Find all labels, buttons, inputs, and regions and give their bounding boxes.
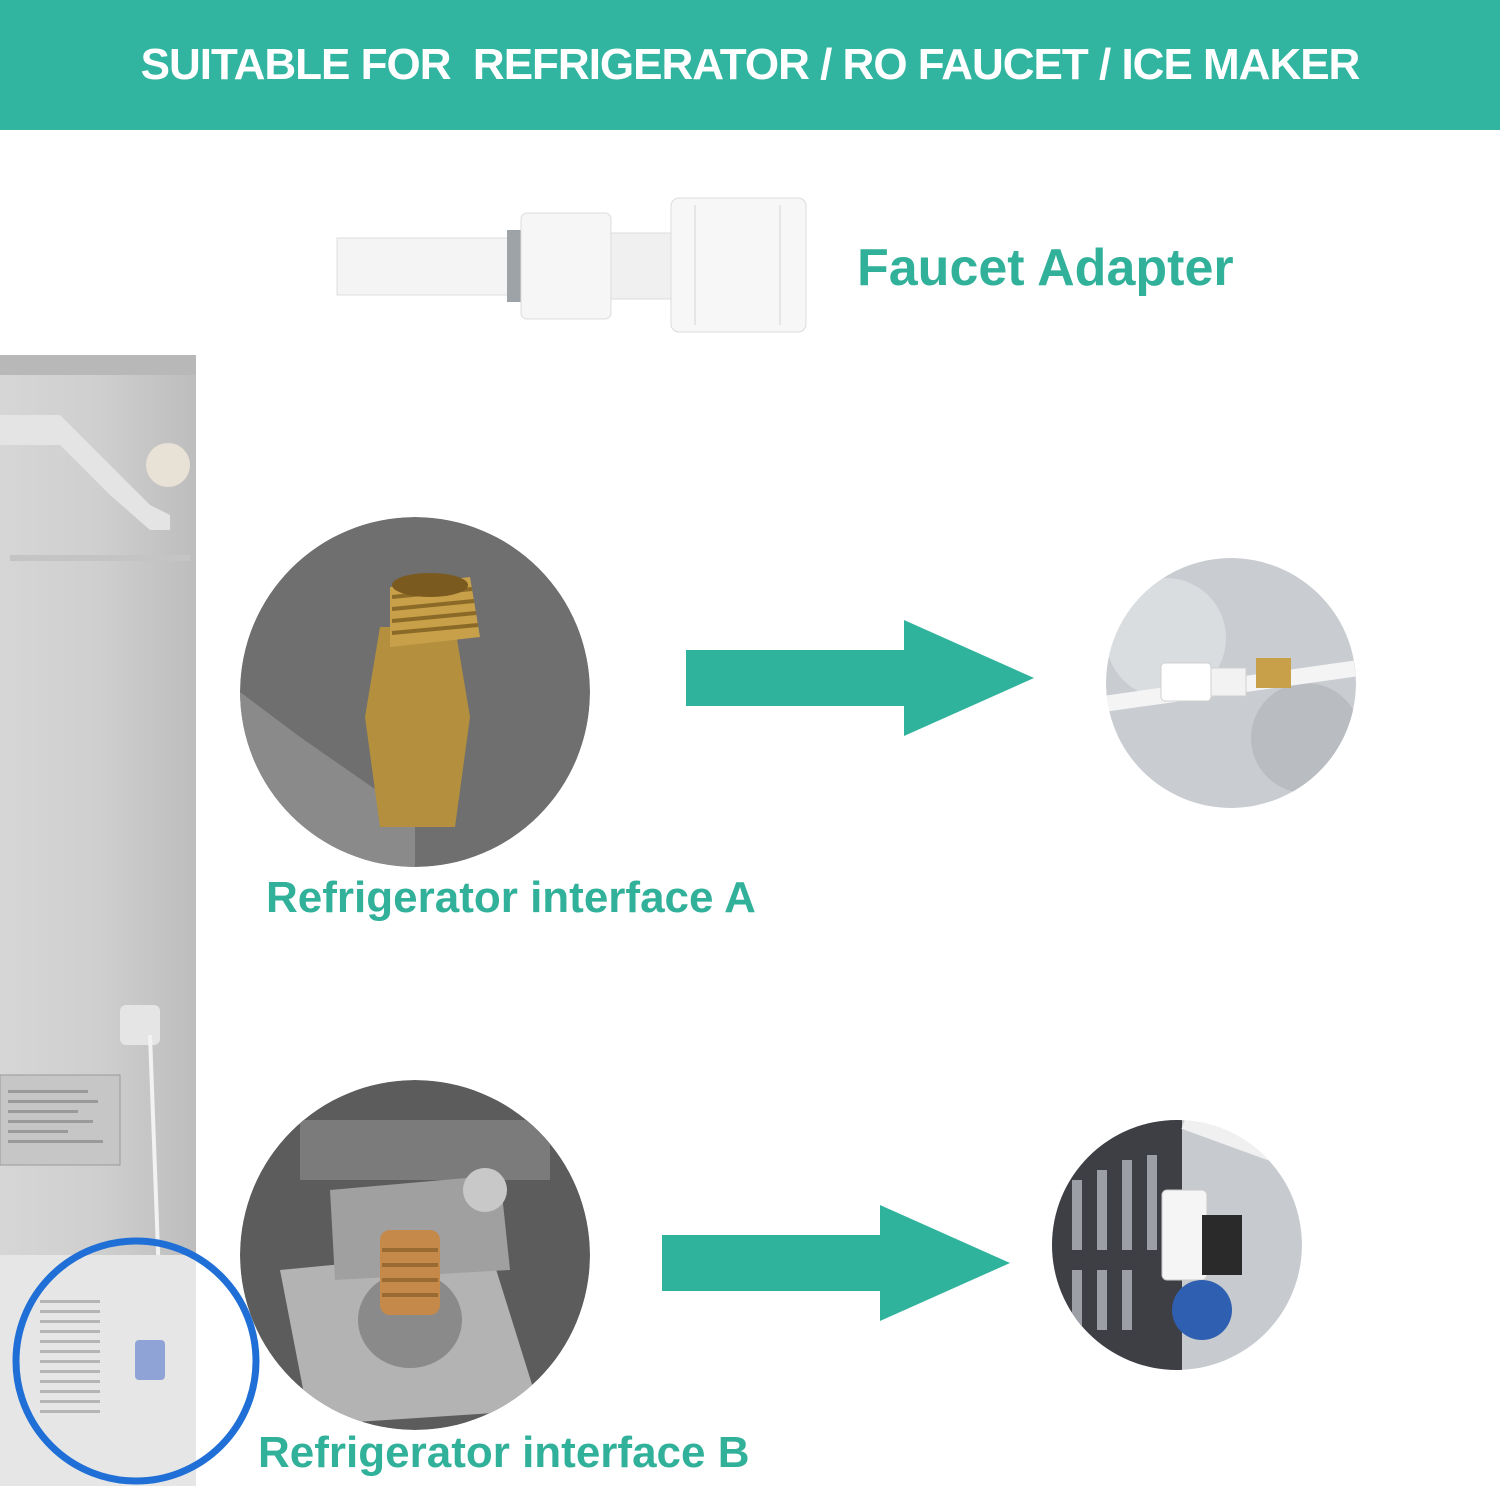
interface-b-label: Refrigerator interface B — [258, 1428, 750, 1477]
header-title: SUITABLE FOR REFRIGERATOR / RO FAUCET / … — [140, 40, 1361, 89]
faucet-adapter-label: Faucet Adapter — [857, 239, 1234, 297]
faucet-adapter-image — [336, 197, 807, 333]
header-banner: SUITABLE FOR REFRIGERATOR / RO FAUCET / … — [0, 0, 1500, 130]
interface-a-closeup-image — [240, 517, 590, 867]
refrigerator-image — [0, 355, 196, 1486]
highlight-ring — [12, 1237, 260, 1485]
interface-b-closeup-image — [240, 1080, 590, 1430]
interface-a-result-image — [1106, 558, 1356, 808]
arrow-b-icon — [662, 1205, 1010, 1321]
interface-a-label: Refrigerator interface A — [266, 873, 756, 922]
interface-b-result-image — [1052, 1120, 1302, 1370]
arrow-a-icon — [686, 620, 1034, 736]
